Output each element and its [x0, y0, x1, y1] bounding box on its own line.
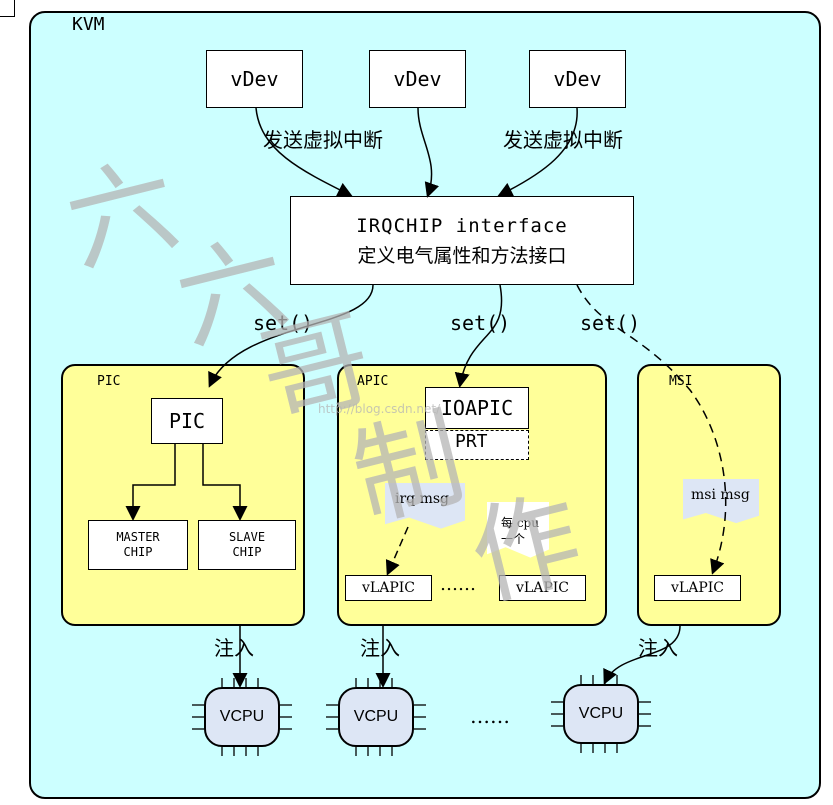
- vcpu-dots: ……: [470, 704, 510, 728]
- master-chip-box: MASTER CHIP: [88, 520, 188, 570]
- vdev-box-1: vDev: [206, 50, 303, 108]
- send-interrupt-label-1: 发送虚拟中断: [263, 128, 383, 152]
- arrow-vdev2-irqchip: [417, 107, 439, 198]
- corner-box: [0, 0, 15, 17]
- kvm-label: KVM: [72, 14, 105, 35]
- msi-msg-document: msi msg: [683, 479, 759, 524]
- vcpu-chip-3: VCPU: [563, 684, 639, 744]
- arrow-irqmsg-vlapic: [385, 526, 409, 576]
- arrow-msi-vcpu: [603, 625, 681, 685]
- arrow-irqchip-pic: [208, 284, 374, 388]
- pic-tree-line-2: [202, 444, 248, 521]
- watermark-url: http://blog.csdn.net/: [318, 402, 441, 416]
- prt-table: [425, 430, 529, 460]
- per-cpu-line2: 一个: [501, 532, 526, 546]
- per-cpu-document: 每 cpu 一个: [487, 502, 549, 558]
- vcpu-pins: [192, 675, 651, 756]
- vlapic-box-apic-2: vLAPIC: [499, 575, 586, 601]
- set-label-1: set(): [253, 311, 314, 335]
- vlapic-dots: ……: [440, 574, 476, 595]
- per-cpu-line1: 每 cpu: [501, 516, 539, 530]
- pic-tree-line: [125, 444, 176, 521]
- irqchip-subtitle: 定义电气属性和方法接口: [357, 244, 567, 267]
- arrow-irqchip-ioapic: [454, 284, 503, 388]
- vlapic-box-msi: vLAPIC: [654, 575, 741, 601]
- vcpu-chip-2: VCPU: [338, 687, 414, 747]
- apic-region-label: APIC: [357, 374, 389, 389]
- vlapic-box-apic-1: vLAPIC: [345, 575, 432, 601]
- irqchip-interface-box: IRQCHIP interface 定义电气属性和方法接口: [290, 196, 634, 285]
- irqchip-title: IRQCHIP interface: [356, 214, 568, 237]
- vdev-box-2: vDev: [369, 50, 466, 108]
- irq-msg-label: irq msg: [395, 491, 450, 507]
- vdev-box-3: vDev: [529, 50, 626, 108]
- prt-label: PRT: [455, 431, 488, 452]
- msi-msg-label: msi msg: [691, 487, 750, 503]
- irq-msg-document: irq msg: [385, 483, 465, 529]
- pic-box: PIC: [151, 398, 223, 444]
- inject-label-2: 注入: [360, 636, 400, 660]
- arrow-vdev1-irqchip: [255, 107, 353, 197]
- slave-chip-line2: CHIP: [232, 545, 262, 559]
- vcpu-chip-1: VCPU: [204, 687, 280, 747]
- slave-chip-box: SLAVE CHIP: [198, 520, 296, 570]
- inject-label-1: 注入: [214, 636, 254, 660]
- msi-region-label: MSI: [669, 374, 693, 389]
- master-chip-line1: MASTER: [116, 530, 160, 544]
- arrow-vdev3-irqchip: [497, 107, 578, 197]
- arrow-irqchip-msi: [576, 284, 727, 575]
- ioapic-box: IOAPIC: [425, 387, 529, 429]
- master-chip-line2: CHIP: [123, 545, 153, 559]
- pic-region-label: PIC: [97, 374, 121, 389]
- slave-chip-line1: SLAVE: [228, 530, 266, 544]
- send-interrupt-label-2: 发送虚拟中断: [503, 128, 623, 152]
